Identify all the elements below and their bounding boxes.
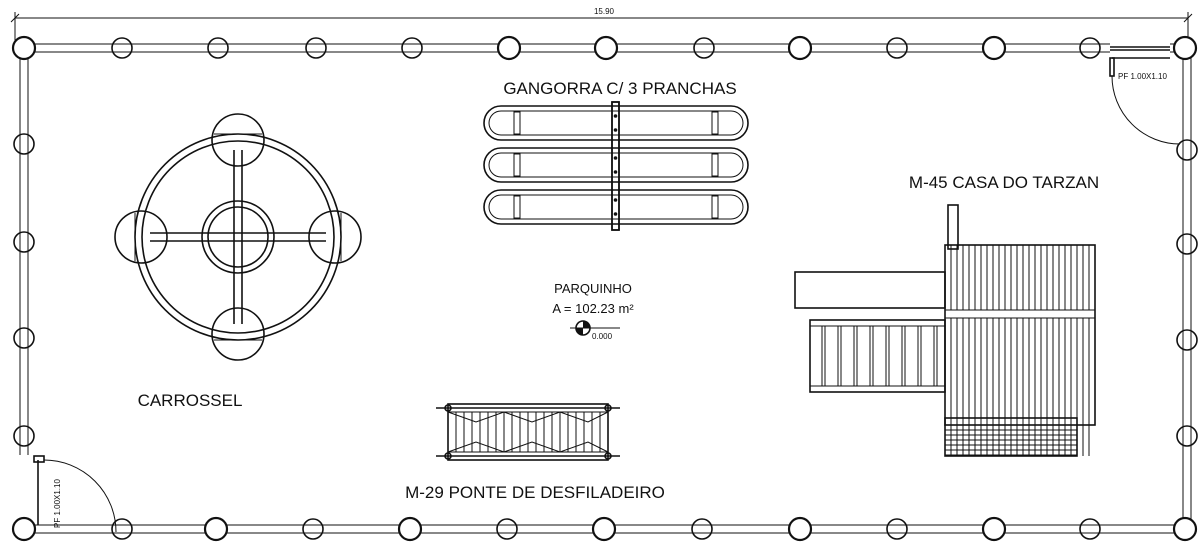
carousel bbox=[114, 113, 362, 361]
seesaw-handle bbox=[513, 111, 521, 135]
seesaw-pivot bbox=[613, 156, 618, 160]
ladder-rung bbox=[837, 325, 842, 387]
fence-post bbox=[693, 37, 715, 59]
door-bottom-left-label: PF 1.00X1.10 bbox=[53, 479, 62, 528]
fence-post bbox=[1079, 518, 1101, 540]
door-top-right-label: PF 1.00X1.10 bbox=[1118, 72, 1167, 81]
carousel-seat bbox=[308, 210, 362, 264]
fence-posts bbox=[11, 35, 1198, 542]
fence-post bbox=[111, 518, 133, 540]
seesaw-handle bbox=[711, 111, 719, 135]
dimension-label: 15.90 bbox=[594, 7, 615, 16]
seesaw-plank bbox=[483, 189, 749, 225]
door-top-right: PF 1.00X1.10 bbox=[1109, 57, 1181, 145]
door-bottom-left: PF 1.00X1.10 bbox=[33, 455, 117, 533]
fence-post bbox=[496, 35, 522, 61]
gorge-bridge bbox=[436, 403, 620, 461]
bridge-anchor bbox=[604, 404, 612, 412]
seesaw-plank bbox=[483, 105, 749, 141]
seesaw-pivot bbox=[613, 170, 618, 174]
carousel-seat bbox=[211, 307, 265, 361]
ladder-rung bbox=[933, 325, 938, 387]
ladder-rung bbox=[901, 325, 906, 387]
dimension-line: 15.90 bbox=[10, 7, 1193, 42]
seesaw-pivot bbox=[613, 114, 618, 118]
fence-post bbox=[691, 518, 713, 540]
tarzan-house bbox=[794, 204, 1096, 457]
seesaw-handle bbox=[513, 153, 521, 177]
fence-post bbox=[401, 37, 423, 59]
ladder-rung bbox=[853, 325, 858, 387]
fence-post bbox=[305, 37, 327, 59]
fence-post bbox=[981, 516, 1007, 542]
seesaw-label: GANGORRA C/ 3 PRANCHAS bbox=[503, 79, 736, 98]
seesaw bbox=[483, 101, 749, 231]
fence-post bbox=[1172, 516, 1198, 542]
seesaw-plank-inner bbox=[488, 110, 744, 136]
fence-post bbox=[13, 231, 35, 253]
seesaw-handle bbox=[711, 153, 719, 177]
fence-post bbox=[496, 518, 518, 540]
area-value: A = 102.23 m² bbox=[552, 301, 634, 316]
seesaw-plank-inner bbox=[488, 152, 744, 178]
fence-post bbox=[981, 35, 1007, 61]
seesaw-pivot bbox=[613, 128, 618, 132]
bridge-anchor bbox=[444, 404, 452, 412]
seesaw-handle bbox=[513, 195, 521, 219]
ladder-rung bbox=[869, 325, 874, 387]
seesaw-pivot bbox=[613, 198, 618, 202]
fence-post bbox=[787, 516, 813, 542]
area-name: PARQUINHO bbox=[554, 281, 632, 296]
fence-post bbox=[886, 37, 908, 59]
fence-post bbox=[203, 516, 229, 542]
fence-post bbox=[302, 518, 324, 540]
carousel-seat bbox=[211, 113, 265, 167]
seesaw-pivot-post bbox=[611, 101, 620, 231]
fence-post bbox=[591, 516, 617, 542]
fence-post bbox=[1176, 329, 1198, 351]
seesaw-plank bbox=[483, 147, 749, 183]
fence-post bbox=[886, 518, 908, 540]
carousel-label: CARROSSEL bbox=[138, 391, 243, 410]
level-marker: 0.000 bbox=[570, 320, 620, 341]
ladder-rung bbox=[821, 325, 826, 387]
fence-post bbox=[13, 327, 35, 349]
bridge-label: M-29 PONTE DE DESFILADEIRO bbox=[405, 483, 665, 502]
seesaw-handle bbox=[711, 195, 719, 219]
fence-post bbox=[593, 35, 619, 61]
ladder-rung bbox=[917, 325, 922, 387]
tarzan-house-label: M-45 CASA DO TARZAN bbox=[909, 173, 1099, 192]
seesaw-plank-inner bbox=[488, 194, 744, 220]
bridge-anchor bbox=[444, 452, 452, 460]
fence-post bbox=[1176, 425, 1198, 447]
fence-post bbox=[1176, 139, 1198, 161]
fence-post bbox=[111, 37, 133, 59]
fence-post bbox=[787, 35, 813, 61]
fence-post bbox=[1079, 37, 1101, 59]
fence-post bbox=[1176, 233, 1198, 255]
fence-post bbox=[207, 37, 229, 59]
fence-post bbox=[11, 516, 37, 542]
seesaw-pivot bbox=[613, 212, 618, 216]
fence-post bbox=[13, 425, 35, 447]
fence-post bbox=[1172, 35, 1198, 61]
fence-post bbox=[13, 133, 35, 155]
level-label: 0.000 bbox=[592, 332, 613, 341]
fence-post bbox=[11, 35, 37, 61]
bridge-anchor bbox=[604, 452, 612, 460]
fence-post bbox=[397, 516, 423, 542]
carousel-seat bbox=[114, 210, 168, 264]
ladder-rung bbox=[885, 325, 890, 387]
